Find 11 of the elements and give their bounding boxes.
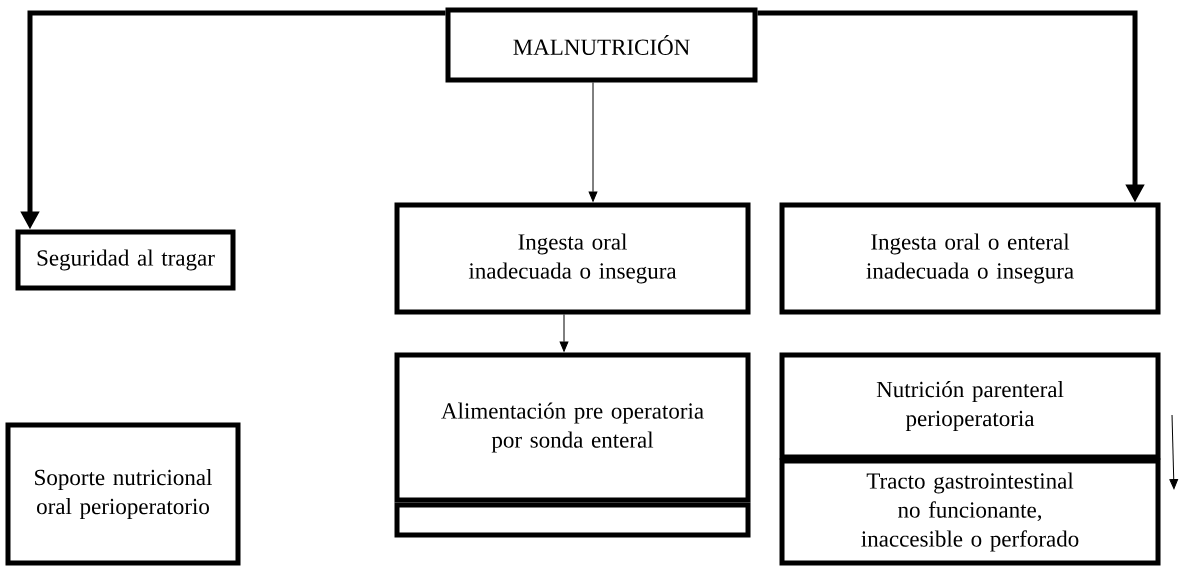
arrow <box>588 82 598 202</box>
process-box: MALNUTRICIÓN <box>445 7 758 83</box>
process-box: Seguridad al tragar <box>15 229 236 291</box>
empty-box <box>394 502 751 538</box>
process-box: Ingesta oral inadecuada o insegura <box>394 202 751 315</box>
process-box: Nutrición parenteral perioperatoria <box>779 352 1161 460</box>
process-box: Tracto gastrointestinal no funcionante, inaccesible o perforado <box>779 458 1161 566</box>
arrow <box>559 314 569 352</box>
process-box: Soporte nutricional oral perioperatorio <box>5 422 241 566</box>
process-box: Ingesta oral o enteral inadecuada o insegura <box>779 202 1161 315</box>
process-box: Alimentación pre operatoria por sonda enteral <box>394 352 751 503</box>
